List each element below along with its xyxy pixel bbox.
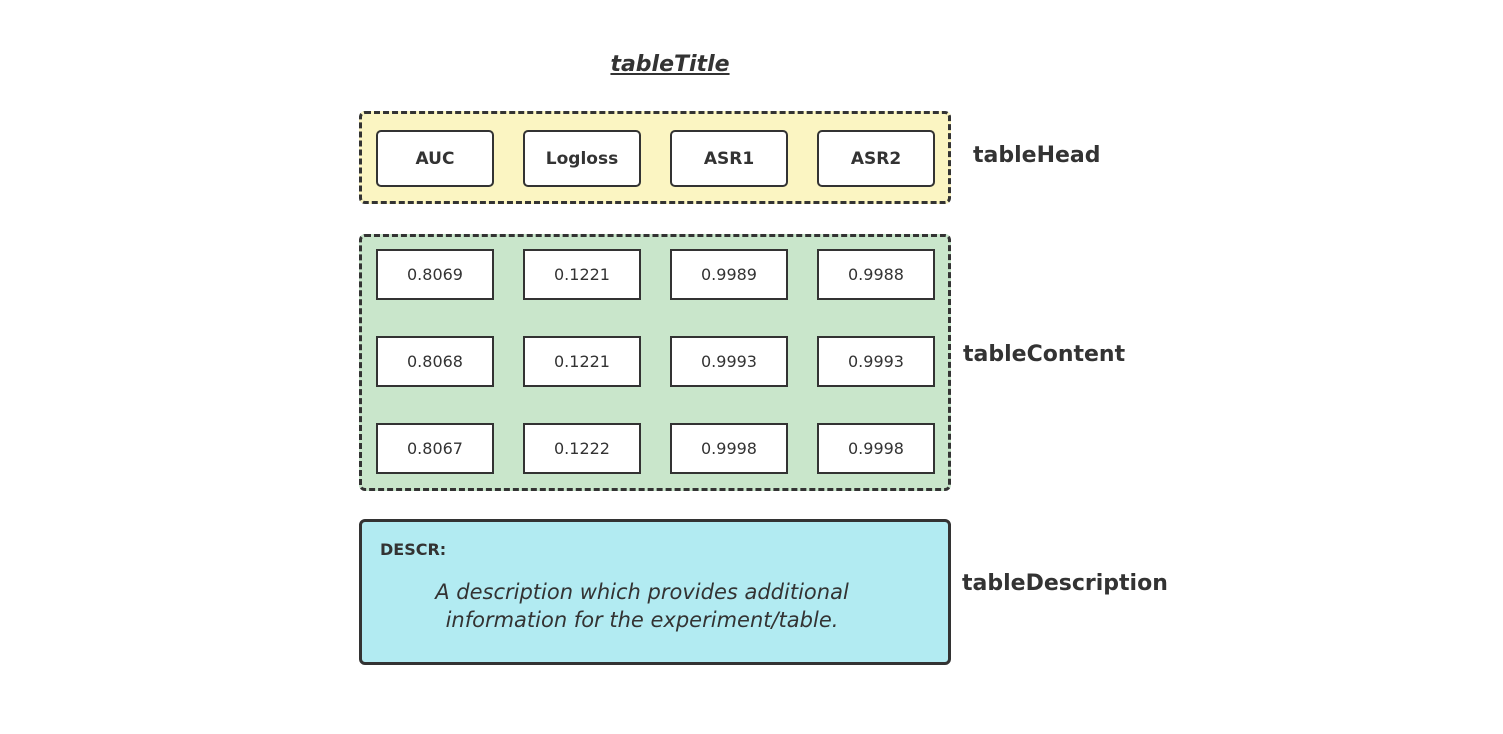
- table-cell: 0.8067: [376, 423, 494, 474]
- description-prefix: DESCR:: [380, 540, 447, 559]
- table-head-group: AUC Logloss ASR1 ASR2: [359, 111, 951, 204]
- table-cell: 0.9998: [670, 423, 788, 474]
- table-cell: 0.9993: [670, 336, 788, 387]
- table-description-box: DESCR: A description which provides addi…: [359, 519, 951, 665]
- table-cell: 0.8068: [376, 336, 494, 387]
- description-text: A description which provides additional …: [435, 580, 849, 632]
- table-cell: 0.8069: [376, 249, 494, 300]
- table-cell: 0.9989: [670, 249, 788, 300]
- table-description-label: tableDescription: [962, 571, 1168, 596]
- table-content-group: 0.8069 0.1221 0.9989 0.9988 0.8068 0.122…: [359, 234, 951, 491]
- table-cell: 0.9998: [817, 423, 935, 474]
- table-cell: 0.1221: [523, 336, 641, 387]
- header-cell-logloss: Logloss: [523, 130, 641, 187]
- header-cell-asr1: ASR1: [670, 130, 788, 187]
- table-cell: 0.9988: [817, 249, 935, 300]
- header-cell-asr2: ASR2: [817, 130, 935, 187]
- header-cell-auc: AUC: [376, 130, 494, 187]
- table-content-label: tableContent: [963, 342, 1126, 367]
- table-title: tableTitle: [610, 52, 730, 77]
- table-cell: 0.1221: [523, 249, 641, 300]
- table-head-label: tableHead: [973, 143, 1101, 168]
- table-cell: 0.9993: [817, 336, 935, 387]
- table-cell: 0.1222: [523, 423, 641, 474]
